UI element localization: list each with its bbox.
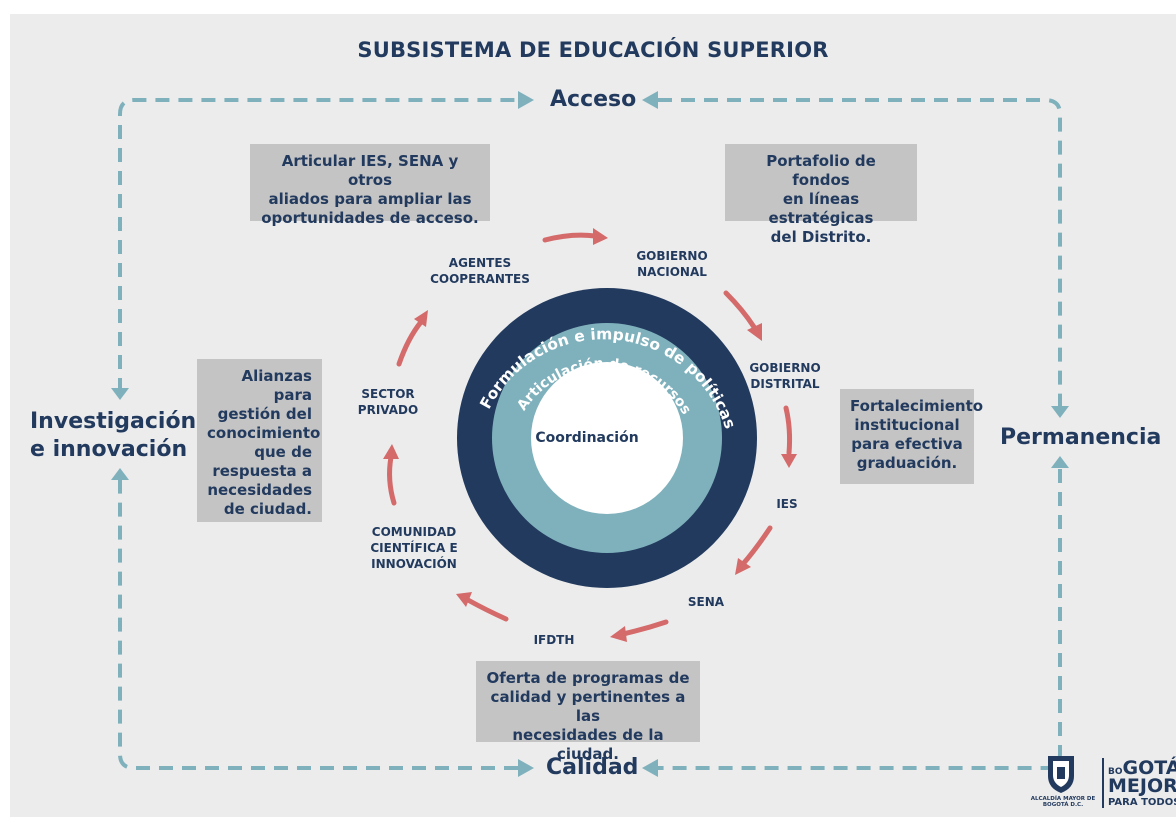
bogota-logo: ALCALDÍA MAYOR DE BOGOTÁ D.C. BOGOTÁ MEJ… — [1028, 752, 1176, 814]
agent-ies: IES — [776, 497, 798, 511]
box-alianzas-line: conocimiento — [207, 424, 321, 442]
dash-bottom-right — [658, 469, 1062, 770]
arrowhead-2 — [747, 323, 762, 341]
label-investigacion-line2: e innovación — [30, 437, 188, 462]
box-oferta-line: Oferta de programas de — [486, 669, 690, 687]
box-alianzas-line: gestión del — [217, 405, 312, 423]
arrowhead-5 — [610, 626, 627, 642]
box-alianzas-line: que de — [254, 443, 312, 461]
page-title: SUBSISTEMA DE EDUCACIÓN SUPERIOR — [357, 38, 829, 62]
agent-label-line: NACIONAL — [637, 265, 707, 279]
coat-of-arms-icon — [1048, 756, 1074, 793]
box-articular: Articular IES, SENA y otros aliados para… — [250, 144, 490, 227]
arrowhead-permanencia-top — [1051, 406, 1069, 418]
box-alianzas-line: respuesta a — [212, 462, 312, 480]
arrowhead-calidad-left — [518, 759, 534, 777]
core-label: Coordinación — [535, 430, 638, 446]
arrowhead-6 — [456, 592, 472, 607]
diagram-canvas: Formulación e impulso de políticas Artic… — [10, 14, 1176, 817]
box-oferta-line: necesidades de la ciudad. — [512, 726, 664, 763]
bogota-small: BO — [1108, 767, 1123, 777]
agent-cycle-arrowheads — [383, 228, 797, 642]
arrowhead-calidad-right — [642, 759, 658, 777]
label-investigacion-line1: Investigación — [30, 409, 197, 434]
agent-sena: SENA — [687, 595, 725, 609]
agent-sector-privado: SECTOR PRIVADO — [343, 386, 433, 418]
cycle-arrowheads — [111, 91, 1069, 777]
agent-cycle-arrows — [387, 232, 793, 637]
arrowhead-7 — [383, 444, 399, 459]
box-articular-line: oportunidades de acceso. — [261, 209, 479, 227]
agent-gobierno-nacional: GOBIERNO NACIONAL — [622, 248, 722, 280]
agent-label-line: GOBIERNO — [636, 249, 708, 263]
agent-gobierno-distrital: GOBIERNO DISTRITAL — [735, 360, 835, 392]
diagram-graphics: Formulación e impulso de políticas Artic… — [111, 91, 1069, 777]
label-calidad: Calidad — [546, 755, 639, 780]
arrowhead-4 — [735, 558, 751, 575]
para-todos-wordmark: PARA TODOS — [1108, 797, 1176, 808]
agent-label-line: GOBIERNO — [749, 361, 821, 375]
agent-ifdth: IFDTH — [533, 633, 575, 647]
agent-label-line: CIENTÍFICA E — [370, 541, 458, 555]
dash-bottom-left — [118, 476, 518, 770]
alcaldia-label: ALCALDÍA MAYOR DE BOGOTÁ D.C. — [1030, 796, 1096, 808]
label-permanencia: Permanencia — [1000, 425, 1162, 450]
box-fortalecimiento-line: Fortalecimiento — [850, 397, 984, 415]
agent-comunidad: COMUNIDAD CIENTÍFICA E INNOVACIÓN — [354, 524, 474, 572]
arrowhead-acceso-right — [642, 91, 658, 109]
box-fortalecimiento-line: graduación. — [856, 454, 958, 472]
box-alianzas: Alianzas para gestión del conocimiento q… — [197, 359, 322, 522]
mejor-wordmark: MEJOR — [1108, 775, 1176, 797]
arrow-sena-to-ifdth — [620, 619, 669, 637]
arrow-ies-to-sena — [740, 525, 773, 567]
arrow-comunidad-to-sector — [387, 454, 397, 506]
arrowhead-1 — [593, 228, 608, 245]
box-oferta-line: calidad y pertinentes a las — [490, 688, 686, 725]
arrowhead-permanencia-bottom — [1051, 456, 1069, 468]
dash-top-right — [658, 98, 1062, 408]
agent-label-line: PRIVADO — [357, 403, 419, 417]
arrow-ifdth-to-comunidad — [465, 597, 509, 622]
box-portafolio-line: Portafolio de fondos — [766, 152, 876, 189]
arrow-nacional-to-distrital — [723, 290, 757, 330]
agent-label-line: COMUNIDAD — [371, 525, 457, 539]
arrowhead-acceso-left — [518, 91, 534, 109]
label-acceso: Acceso — [550, 87, 637, 112]
agent-label-line: INNOVACIÓN — [371, 557, 457, 571]
agent-label-line: SECTOR — [361, 387, 415, 401]
core-circle — [531, 362, 683, 514]
arrow-distrital-to-ies — [783, 405, 793, 456]
arrowhead-investigacion-bottom — [111, 468, 129, 480]
access-cycle-dashes — [118, 98, 1062, 770]
arrow-sector-to-agentes — [396, 319, 424, 367]
box-alianzas-line: de ciudad. — [223, 500, 312, 518]
arrowhead-3 — [781, 454, 797, 468]
box-fortalecimiento-line: institucional — [854, 416, 960, 434]
agent-agentes-cooperantes: AGENTES COOPERANTES — [420, 255, 540, 287]
logo-divider — [1102, 758, 1104, 808]
agent-label-line: COOPERANTES — [430, 272, 530, 286]
box-articular-line: Articular IES, SENA y otros — [281, 152, 459, 189]
agent-label-line: DISTRITAL — [750, 377, 820, 391]
box-portafolio-line: del Distrito. — [770, 228, 872, 246]
label-investigacion: Investigación e innovación — [30, 408, 196, 464]
bogota-wordmark: BOGOTÁ — [1108, 758, 1176, 782]
box-alianzas-line: necesidades — [207, 481, 312, 499]
arrow-agentes-to-nacional — [542, 232, 598, 243]
arrowhead-investigacion-top — [111, 388, 129, 400]
agent-label-line: AGENTES — [448, 256, 512, 270]
box-portafolio-line: en líneas estratégicas — [768, 190, 874, 227]
bogota-big: GOTÁ — [1122, 757, 1176, 779]
arrowhead-8 — [414, 310, 428, 327]
box-portafolio: Portafolio de fondos en líneas estratégi… — [725, 144, 917, 246]
box-alianzas-line: Alianzas para — [241, 367, 312, 404]
box-fortalecimiento-line: para efectiva — [851, 435, 963, 453]
dash-top-left — [118, 98, 518, 392]
box-oferta: Oferta de programas de calidad y pertine… — [476, 661, 700, 763]
box-articular-line: aliados para ampliar las — [268, 190, 472, 208]
box-fortalecimiento: Fortalecimiento institucional para efect… — [840, 389, 984, 484]
